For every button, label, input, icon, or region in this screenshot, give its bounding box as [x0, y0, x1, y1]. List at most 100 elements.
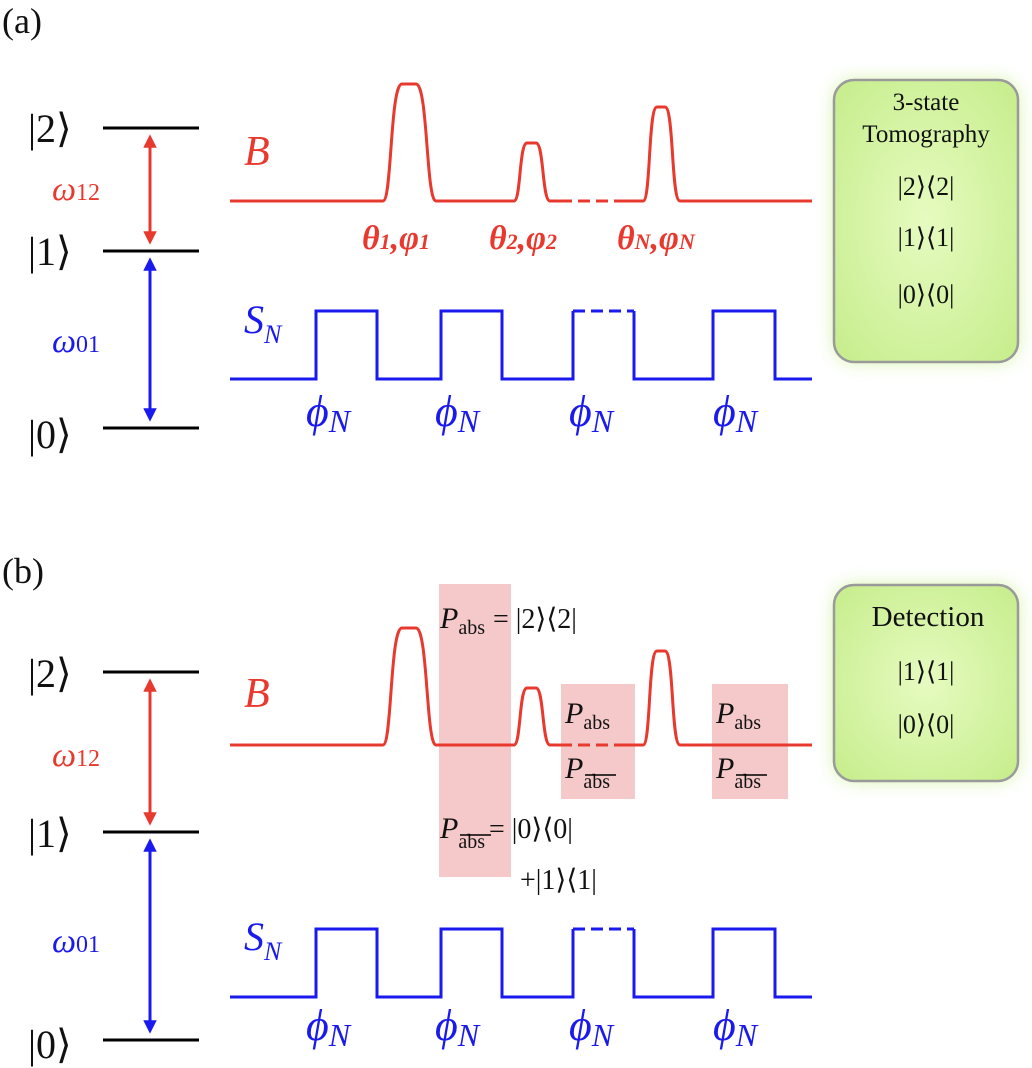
tomography-item-0: |0⟩⟨0|: [898, 280, 955, 309]
omega01-label: ω01: [52, 323, 100, 360]
b-SN-subscript: N: [263, 937, 283, 966]
pulse-2-theta-sub: 2: [506, 229, 518, 254]
b-SN-label: SN: [244, 914, 283, 966]
p-absbar-2: Pabs: [564, 752, 616, 793]
SN-waveform-tail: [632, 309, 812, 381]
b-phi-label-2: ϕN: [435, 1001, 481, 1053]
p-abs-mid3-P: P: [715, 697, 734, 730]
phi-1-subscript: N: [328, 403, 352, 439]
panel-a-label: (a): [2, 1, 42, 41]
pulse-1-phi-sub: 1: [419, 229, 430, 254]
pulse-N-phi-sub: N: [678, 229, 696, 254]
p-absbar-eq-sub: abs: [458, 831, 485, 853]
b-phi-3-subscript: N: [591, 1017, 615, 1053]
p-absbar2-P: P: [564, 752, 583, 785]
highlight-region-3: [712, 684, 788, 799]
pulse-2-theta: θ: [489, 220, 507, 257]
pulse-N-theta-sub: N: [634, 229, 652, 254]
phi-4-symbol: ϕ: [713, 387, 736, 436]
b-B-label: B: [244, 671, 270, 717]
pulse-1-theta: θ: [362, 220, 380, 257]
b-B-waveform-tail: [623, 649, 812, 747]
p-abs-top-sub: abs: [458, 617, 485, 639]
b-phi-2-subscript: N: [457, 1017, 481, 1053]
SN-waveform: [230, 309, 575, 381]
level-0-label: |0⟩: [28, 412, 72, 457]
p-absbar-eq-2: +|1⟩⟨1|: [520, 865, 597, 896]
b-phi-label-3: ϕN: [569, 1001, 615, 1053]
p-abs-mid-3: Pabs: [715, 697, 761, 734]
b-phi-3-symbol: ϕ: [569, 1001, 592, 1050]
omega01-symbol: ω: [52, 323, 76, 360]
phi-label-3: ϕN: [569, 387, 615, 439]
detection-title: Detection: [872, 601, 985, 633]
b-level-1-label: |1⟩: [28, 811, 72, 856]
detection-item-1: |1⟩⟨1|: [898, 657, 955, 686]
B-waveform: [230, 82, 560, 203]
pulse-1-theta-sub: 1: [380, 229, 391, 254]
p-abs-mid-2: Pabs: [564, 697, 610, 734]
b-omega01-label: ω01: [52, 923, 100, 960]
p-abs-mid2-P: P: [564, 697, 583, 730]
pulse-1-phi: φ: [399, 220, 419, 257]
svg-text:Pabs= |0⟩⟨0|: Pabs= |0⟩⟨0|: [439, 812, 573, 853]
p-absbar-eq: Pabs= |0⟩⟨0|: [439, 812, 573, 853]
SN-subscript: N: [263, 320, 283, 349]
b-level-0-label: |0⟩: [28, 1022, 72, 1067]
phi-3-subscript: N: [591, 403, 615, 439]
omega01-subscript: 01: [76, 332, 100, 358]
highlight-region-2: [561, 684, 635, 799]
b-omega01-subscript: 01: [76, 932, 100, 958]
phi-label-1: ϕN: [306, 387, 352, 439]
panel-b-label: (b): [2, 551, 44, 591]
b-omega01-symbol: ω: [52, 923, 76, 960]
phi-3-symbol: ϕ: [569, 387, 592, 436]
omega12-subscript: 12: [76, 180, 100, 206]
b-omega12-symbol: ω: [52, 737, 76, 774]
p-abs-mid2-sub: abs: [583, 712, 610, 734]
omega12-label: ω12: [52, 171, 100, 208]
SN-label: SN: [244, 297, 283, 349]
svg-text:Pabs: Pabs: [715, 752, 761, 793]
b-phi-1-subscript: N: [328, 1017, 352, 1053]
phi-4-subscript: N: [735, 403, 759, 439]
b-phi-4-subscript: N: [735, 1017, 759, 1053]
pulse-label-2: θ2,φ2: [489, 220, 557, 257]
b-phi-4-symbol: ϕ: [713, 1001, 736, 1050]
p-absbar2-sub: abs: [583, 771, 610, 793]
pulse-2-phi-sub: 2: [545, 229, 557, 254]
pulse-N-phi: φ: [659, 220, 679, 257]
phi-1-symbol: ϕ: [306, 387, 329, 436]
pulse-label-N: θN,φN: [617, 220, 696, 257]
p-absbar-eq-P: P: [439, 812, 458, 845]
phi-label-2: ϕN: [435, 387, 481, 439]
pulse-N-theta: θ: [617, 220, 635, 257]
b-phi-2-symbol: ϕ: [435, 1001, 458, 1050]
pulse-2-phi: φ: [526, 220, 546, 257]
p-abs-mid3-sub: abs: [734, 712, 761, 734]
phi-2-symbol: ϕ: [435, 387, 458, 436]
tomography-item-1: |1⟩⟨1|: [898, 223, 955, 252]
p-absbar3-sub: abs: [734, 771, 761, 793]
tomography-box: 3-state Tomography |2⟩⟨2| |1⟩⟨1| |0⟩⟨0|: [832, 78, 1020, 364]
pulse-label-1: θ1,φ1: [362, 220, 430, 257]
p-abs-top-P: P: [439, 602, 458, 635]
p-absbar-eq-1: = |0⟩⟨0|: [489, 814, 573, 845]
b-omega12-subscript: 12: [76, 746, 100, 772]
detection-item-0: |0⟩⟨0|: [898, 710, 955, 739]
highlight-region-1: [439, 584, 511, 877]
b-SN-waveform: [230, 927, 575, 999]
p-abs-eq-top: Pabs= |2⟩⟨2|: [439, 602, 577, 639]
b-phi-label-4: ϕN: [713, 1001, 759, 1053]
b-level-2-label: |2⟩: [28, 651, 72, 696]
tomography-item-2: |2⟩⟨2|: [898, 172, 955, 201]
b-phi-label-1: ϕN: [306, 1001, 352, 1053]
B-label: B: [244, 129, 270, 175]
b-phi-1-symbol: ϕ: [306, 1001, 329, 1050]
phi-label-4: ϕN: [713, 387, 759, 439]
b-omega12-label: ω12: [52, 737, 100, 774]
b-SN-waveform-tail: [632, 927, 812, 999]
p-absbar3-P: P: [715, 752, 734, 785]
level-2-label: |2⟩: [28, 106, 72, 151]
